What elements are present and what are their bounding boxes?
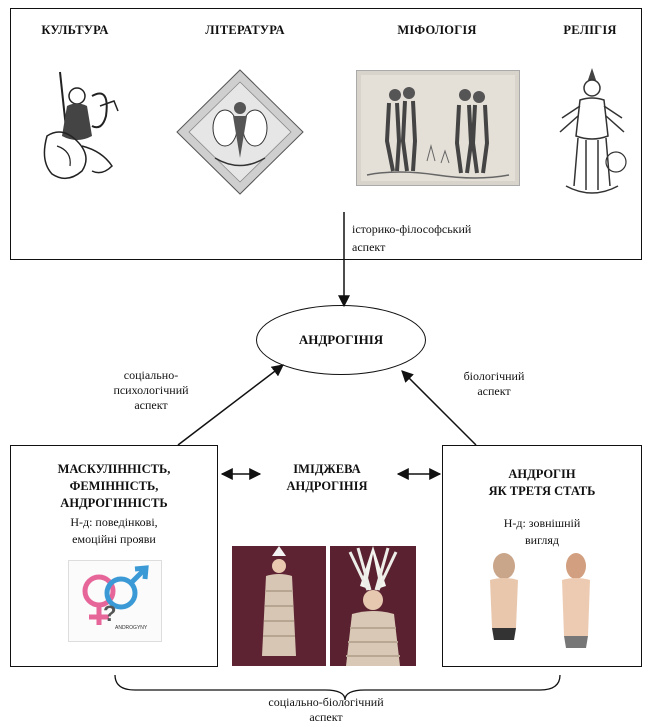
left-sub-line2: емоційні прояви (72, 532, 156, 546)
right-title-line1: АНДРОГІН (508, 467, 576, 481)
left-title-line3: АНДРОГІННІСТЬ (60, 496, 168, 510)
runway-model-image (232, 546, 326, 666)
arrow-right-to-center (401, 370, 477, 446)
historical-philosophical-aspect-label: історико-філософський аспект (352, 220, 512, 256)
center-node-label: АНДРОГІНІЯ (298, 332, 384, 347)
bottom-line2: аспект (309, 710, 343, 724)
aspect-label-line1: історико-філософський (352, 222, 472, 236)
aspect-label-line2: аспект (352, 240, 386, 254)
runway-model-image (330, 546, 416, 666)
socio-psychological-aspect-label: соціально- психологічний аспект (96, 368, 206, 413)
bottom-brace (114, 674, 561, 701)
right-title-line2: ЯК ТРЕТЯ СТАТЬ (488, 484, 596, 498)
heraldic-figure-image (43, 71, 119, 180)
left-box-subtitle: Н-д: поведінкові, емоційні прояви (12, 514, 216, 548)
left-box-title: МАСКУЛІННІСТЬ, ФЕМІННІСТЬ, АНДРОГІННІСТЬ (12, 461, 216, 512)
left-aspect-line1: соціально- (123, 368, 179, 382)
deity-image (559, 68, 627, 194)
left-aspect-line3: аспект (134, 398, 168, 412)
left-title-line1: МАСКУЛІННІСТЬ, (57, 462, 171, 476)
header-religion: РЕЛІГІЯ (563, 23, 617, 37)
svg-text:?: ? (103, 601, 116, 626)
diamond-engraving-image (176, 69, 304, 195)
shirtless-person-image (490, 553, 590, 648)
left-sub-line1: Н-д: поведінкові, (70, 515, 158, 529)
bottom-line1: соціально-біологічний (268, 695, 384, 709)
right-box (442, 445, 642, 667)
right-box-subtitle: Н-д: зовнішній вигляд (444, 515, 640, 549)
right-sub-line2: вигляд (524, 533, 559, 547)
gender-logo-text: ANDROGYNY (115, 625, 148, 631)
header-mythology: МІФОЛОГІЯ (397, 23, 477, 37)
middle-line2: АНДРОГІНІЯ (286, 479, 368, 493)
mythology-engraving-image (356, 70, 520, 186)
right-aspect-line1: біологічний (463, 369, 525, 383)
arrow-left-to-center (177, 364, 284, 446)
center-node-ellipse: АНДРОГІНІЯ (256, 305, 426, 375)
socio-biological-aspect-label: соціально-біологічний аспект (236, 695, 416, 725)
middle-line1: ІМІДЖЕВА (293, 462, 361, 476)
image-androgyny-label: ІМІДЖЕВА АНДРОГІНІЯ (252, 461, 402, 495)
header-literature: ЛІТЕРАТУРА (205, 23, 285, 37)
biological-aspect-label: біологічний аспект (444, 369, 544, 399)
top-sources-box (10, 8, 642, 260)
right-sub-line1: Н-д: зовнішній (503, 516, 581, 530)
gender-symbols-image: ? ANDROGYNY (68, 560, 162, 642)
header-culture: КУЛЬТУРА (41, 23, 109, 37)
right-box-title: АНДРОГІН ЯК ТРЕТЯ СТАТЬ (444, 466, 640, 500)
left-aspect-line2: психологічний (113, 383, 189, 397)
left-title-line2: ФЕМІННІСТЬ, (69, 479, 159, 493)
right-aspect-line2: аспект (477, 384, 511, 398)
